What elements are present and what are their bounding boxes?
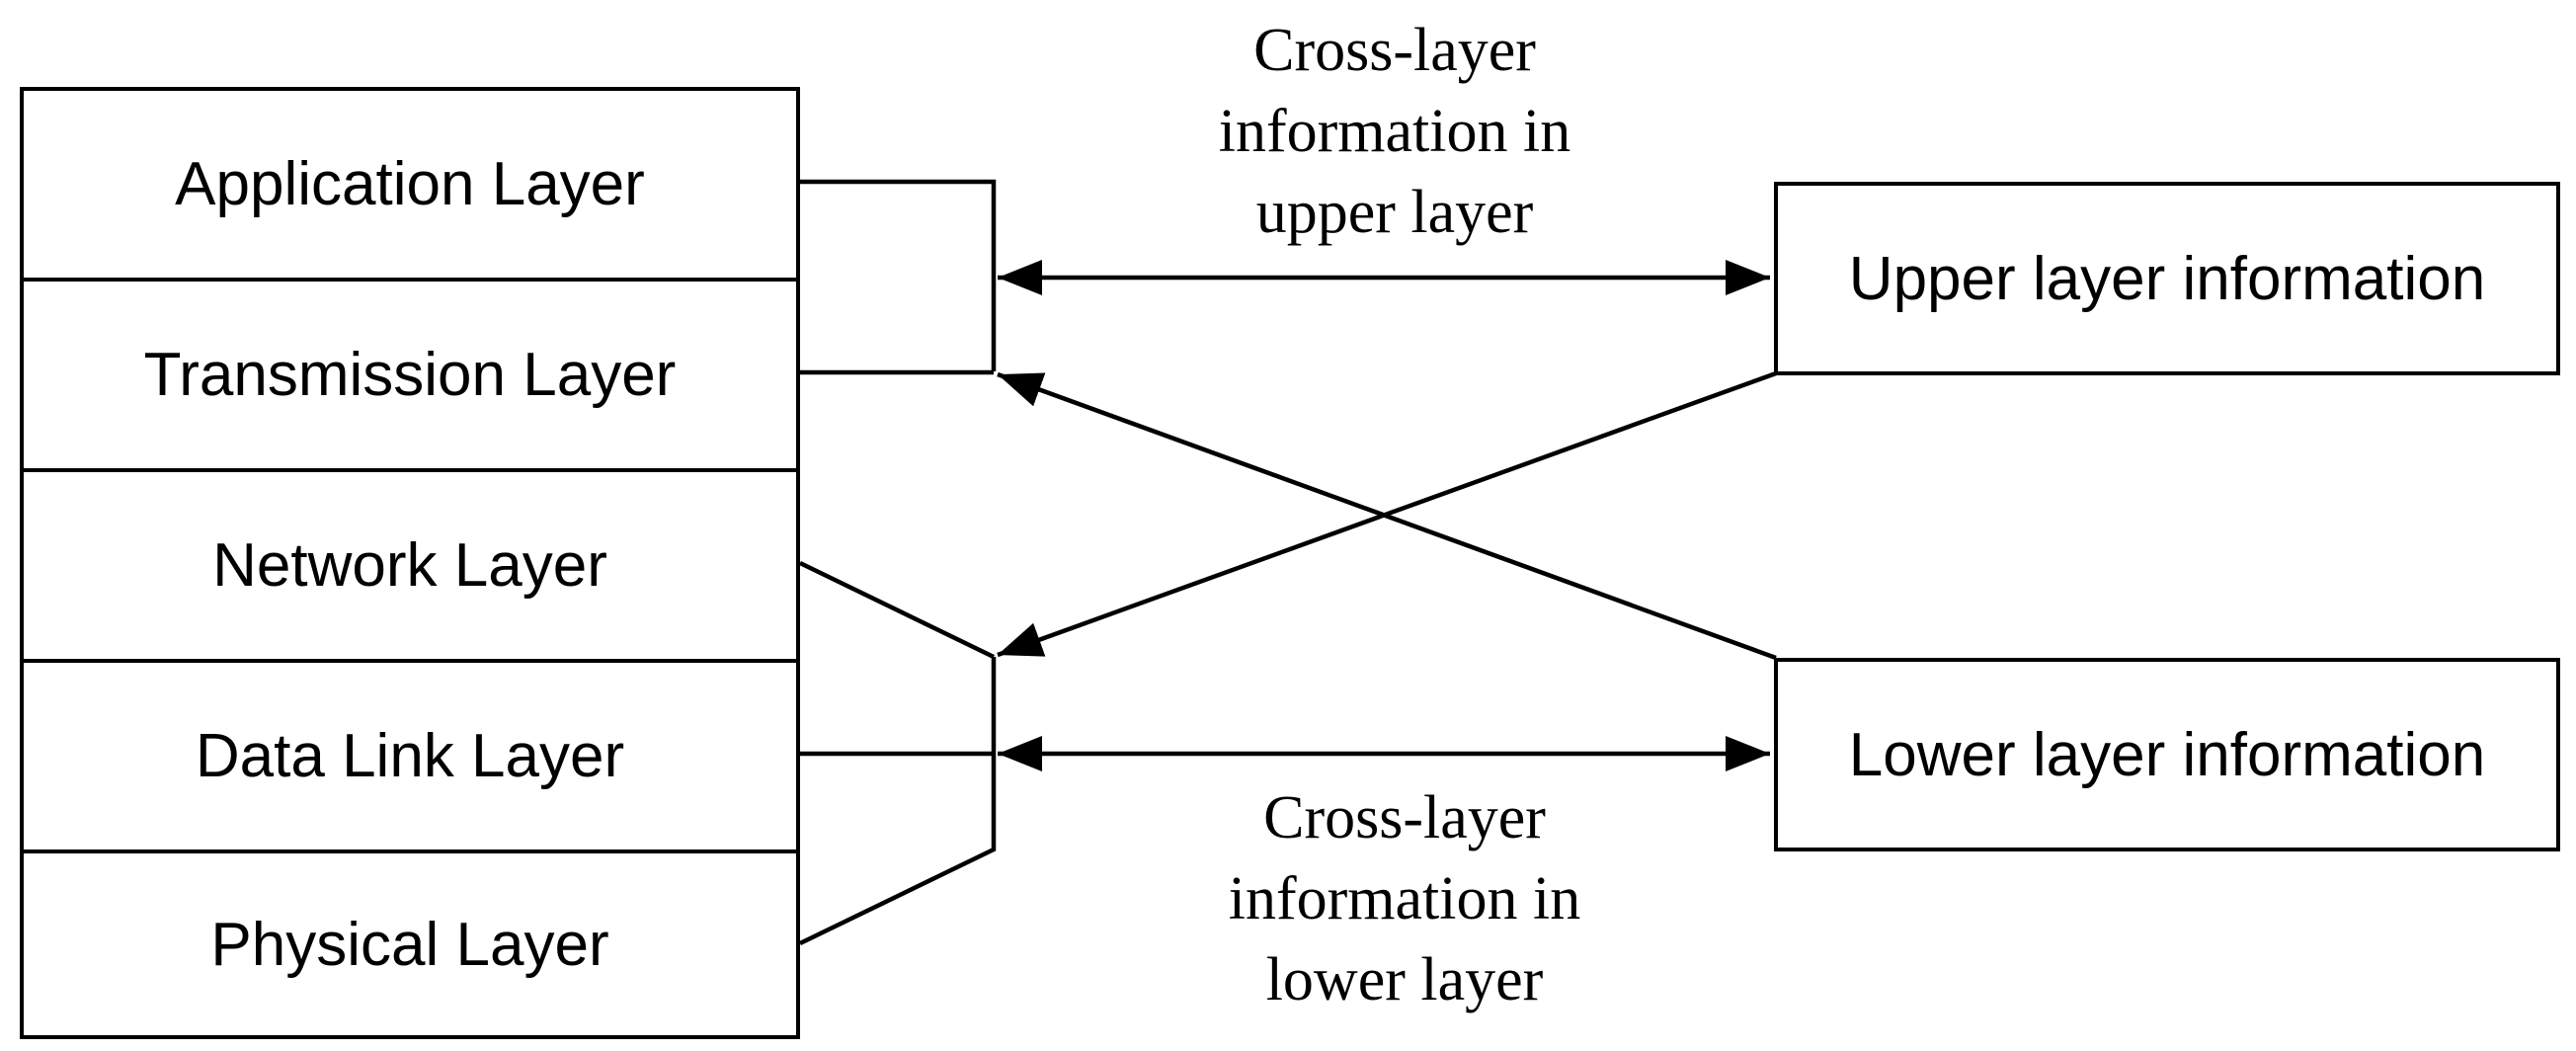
layer-transmission: Transmission Layer — [24, 282, 796, 472]
application-connector — [800, 179, 997, 371]
lower-caption-line: information in — [1228, 865, 1581, 932]
upper-cross-layer-caption: Cross-layer information in upper layer — [1098, 10, 1691, 253]
layer-application: Application Layer — [24, 91, 796, 282]
upper-caption-line: information in — [1218, 98, 1571, 165]
physical-connector — [799, 657, 997, 946]
layer-physical: Physical Layer — [210, 910, 609, 979]
protocol-stack: Application Layer Transmission Layer Net… — [20, 87, 800, 1039]
upper-caption-line: Cross-layer — [1253, 17, 1536, 84]
lower-caption-line: Cross-layer — [1263, 784, 1546, 851]
lower-layer-information-box: Lower layer information — [1774, 658, 2560, 851]
upper-caption-line: upper layer — [1255, 179, 1534, 246]
upper-layer-information-box: Upper layer information — [1774, 182, 2560, 375]
network-connector — [799, 560, 995, 660]
layer-data-link: Data Link Layer — [24, 663, 796, 853]
layer-network: Network Layer — [24, 472, 796, 663]
upper-to-lower-arrow — [997, 370, 1777, 658]
lower-cross-layer-caption: Cross-layer information in lower layer — [1108, 777, 1701, 1020]
lower-caption-line: lower layer — [1265, 946, 1544, 1013]
